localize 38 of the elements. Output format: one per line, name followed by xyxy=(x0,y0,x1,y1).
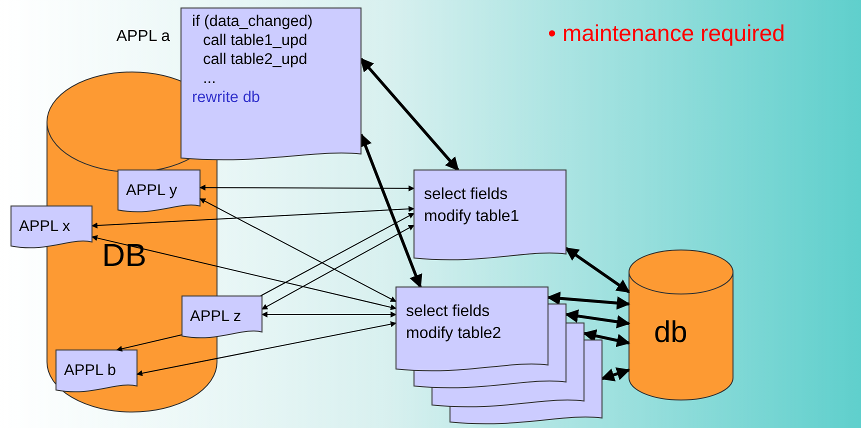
document-shape xyxy=(396,287,548,373)
arrow xyxy=(91,235,397,310)
text-label: APPL z xyxy=(189,307,242,327)
code-line: call table2_upd xyxy=(202,50,308,69)
arrow xyxy=(564,309,630,328)
database-label: DB xyxy=(102,237,146,274)
arrow xyxy=(261,311,397,318)
text-label: select fields modify table2 xyxy=(405,302,502,344)
arrow xyxy=(91,206,415,228)
code-line: rewrite db xyxy=(191,88,260,107)
note-text: • maintenance required xyxy=(548,20,785,47)
text-label: select fields modify table1 xyxy=(423,185,520,227)
arrow xyxy=(546,292,630,310)
document-shape xyxy=(118,170,200,214)
code-line: if (data_changed) xyxy=(191,12,313,31)
code-line: call table1_upd xyxy=(202,31,308,50)
arrow xyxy=(261,224,415,310)
text-label: APPL b xyxy=(63,361,116,381)
document-shape xyxy=(56,350,137,394)
arrow xyxy=(136,321,397,376)
database-label: db xyxy=(654,316,688,350)
code-line: ... xyxy=(202,69,216,88)
arrow xyxy=(360,58,460,172)
document-shape xyxy=(11,206,92,250)
arrow xyxy=(116,334,182,352)
arrow xyxy=(600,367,630,382)
arrow xyxy=(199,198,397,302)
text-label: APPL a xyxy=(116,28,170,46)
document-shape xyxy=(182,296,262,340)
text-label: APPL x xyxy=(18,217,70,237)
document-shape xyxy=(181,8,361,162)
database-cylinder xyxy=(629,250,733,400)
arrow xyxy=(260,212,415,296)
document-shape xyxy=(414,170,566,262)
arrow xyxy=(199,184,415,192)
arrow xyxy=(564,246,630,294)
text-label: APPL y xyxy=(125,181,178,201)
arrow xyxy=(582,329,630,348)
